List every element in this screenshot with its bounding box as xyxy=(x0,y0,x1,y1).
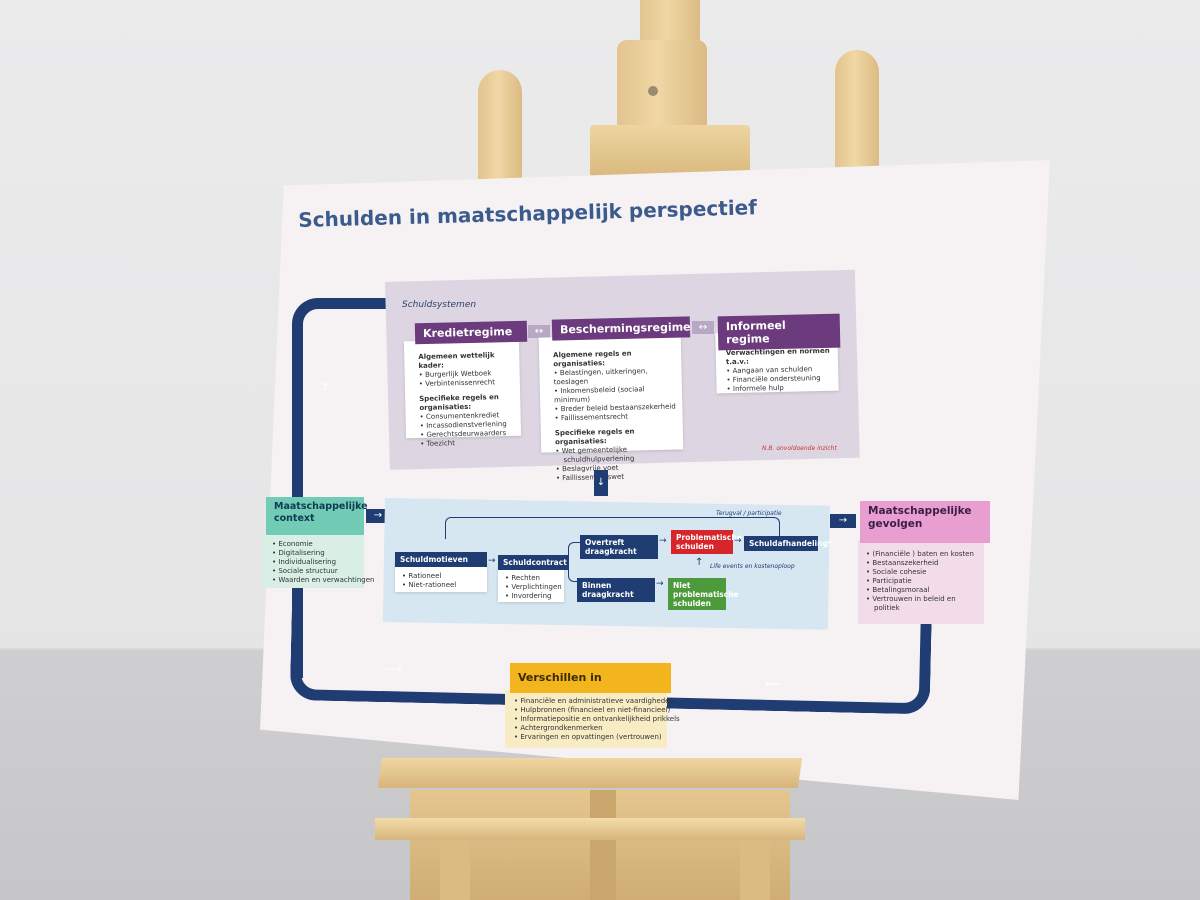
up-arrow-icon: ↑ xyxy=(695,557,704,568)
schuldcontract-list: • Rechten • Verplichtingen • Invordering xyxy=(505,574,562,601)
kredietregime-heading-1: Algemeen wettelijk kader: xyxy=(418,351,495,370)
list-item: • Verplichtingen xyxy=(505,583,562,591)
schuldcontract-card xyxy=(498,566,564,602)
list-item: • Participatie xyxy=(866,577,912,585)
loop-arrow-up-icon: → xyxy=(318,381,333,393)
easel-center-post xyxy=(590,790,616,900)
kredietregime-header: Kredietregime xyxy=(414,320,528,345)
niet-problematische-schulden-box: Niet problematische schulden xyxy=(668,578,739,610)
branch-connector xyxy=(568,542,580,582)
loop-arrow-right-icon: ⟶ xyxy=(385,662,403,676)
list-item: • Hulpbronnen (financieel en niet-financ… xyxy=(514,706,671,714)
context-list-panel xyxy=(262,532,364,588)
down-arrow-icon: ↓ xyxy=(594,470,608,496)
problematische-line2: schulden xyxy=(676,542,714,551)
list-item: • Sociale structuur xyxy=(272,567,338,575)
cycle-loop-top xyxy=(292,298,412,678)
binnen-draagkracht-box: Binnen draagkracht xyxy=(577,578,655,602)
easel-crossbar xyxy=(375,818,805,840)
list-item: • (Financiële ) baten en kosten xyxy=(866,550,974,558)
schuldmotieven-card xyxy=(395,562,487,592)
list-item: • Invordering xyxy=(505,592,552,600)
list-item: • Waarden en verwachtingen xyxy=(272,576,375,584)
verschillen-list-panel xyxy=(505,690,667,748)
easel-bolt xyxy=(648,86,658,96)
gevolgen-title-line2: gevolgen xyxy=(868,518,923,530)
gevolgen-title-line1: Maatschappelijke xyxy=(868,505,972,517)
gevolgen-list: • (Financiële ) baten en kosten • Bestaa… xyxy=(866,550,974,613)
verschillen-list: • Financiële en administratieve vaardigh… xyxy=(514,697,680,742)
context-header: Maatschappelijke context xyxy=(266,497,368,535)
easel-mast-cap xyxy=(617,40,707,140)
list-item: • Individualisering xyxy=(272,558,337,566)
easel-clamp xyxy=(590,125,750,177)
list-item: • Rationeel xyxy=(402,572,442,580)
easel-foot-left xyxy=(440,840,470,900)
verschillen-header: Verschillen in xyxy=(510,663,671,693)
overtreft-draagkracht-box: Overtreft draagkracht xyxy=(580,535,658,559)
arrow-icon: → xyxy=(659,536,667,546)
context-list: • Economie • Digitalisering • Individual… xyxy=(272,540,375,585)
list-item: • Economie xyxy=(272,540,313,548)
kredietregime-card: Algemeen wettelijk kader: • Burgerlijk W… xyxy=(403,338,522,448)
easel-foot-right xyxy=(740,840,770,900)
loop-arrow-left-icon: ⟵ xyxy=(765,677,783,691)
list-item: • Niet-rationeel xyxy=(402,581,457,589)
easel-right-leg xyxy=(835,50,879,180)
schuldafhandeling-box: Schuldafhandeling* xyxy=(744,536,832,551)
context-title-line2: context xyxy=(274,513,315,524)
list-item: • Digitalisering xyxy=(272,549,325,557)
right-arrow-icon: → xyxy=(830,514,856,528)
list-item: • Betalingsmoraal xyxy=(866,586,930,594)
list-item: • Financiële en administratieve vaardigh… xyxy=(514,697,674,705)
arrow-icon: → xyxy=(488,556,496,566)
schuldcontract-box: Schuldcontract xyxy=(498,555,568,570)
list-item: • Bestaanszekerheid xyxy=(866,559,939,567)
bidirectional-arrow-icon: ↔ xyxy=(692,321,714,334)
list-item: • Sociale cohesie xyxy=(866,568,927,576)
easel-left-leg xyxy=(478,70,522,190)
list-item: • Informatiepositie en ontvankelijkheid … xyxy=(514,715,680,723)
list-item: • Vertrouwen in beleid en xyxy=(866,595,956,603)
terugval-loop-line xyxy=(445,517,780,539)
schuldmotieven-list: • Rationeel • Niet-rationeel xyxy=(402,572,456,590)
schuldsystemen-note: N.B. onvoldoende inzicht xyxy=(762,445,837,452)
easel-tray xyxy=(377,758,803,788)
beschermingsregime-card: Algemene regels en organisaties: • Belas… xyxy=(538,334,684,482)
list-item: • Ervaringen en opvattingen (vertrouwen) xyxy=(514,733,662,741)
niet-line3: schulden xyxy=(673,599,711,608)
kredietregime-heading-2: Specifieke regels en organisaties: xyxy=(419,393,499,412)
list-item: • Rechten xyxy=(505,574,540,582)
informeel-regime-header: Informeel regime xyxy=(717,313,841,351)
terugval-label: Terugval / participatie xyxy=(716,510,782,517)
schuldmotieven-box: Schuldmotieven xyxy=(395,552,487,567)
gevolgen-header: Maatschappelijke gevolgen xyxy=(860,501,990,543)
beschermingsregime-header: Beschermingsregime xyxy=(551,316,691,341)
context-title-line1: Maatschappelijke xyxy=(274,501,368,512)
arrow-icon: → xyxy=(656,579,664,589)
life-events-label: Life events en kostenoploop xyxy=(710,563,795,570)
problematische-schulden-box: Problematische schulden xyxy=(671,530,742,554)
bidirectional-arrow-icon: ↔ xyxy=(528,325,550,338)
gevolgen-list-panel xyxy=(858,540,984,624)
arrow-icon: → xyxy=(734,536,742,546)
niet-line2: problematische xyxy=(673,590,739,599)
schuldsystemen-label: Schuldsystemen xyxy=(402,300,477,310)
list-item: • Achtergrondkenmerken xyxy=(514,724,603,732)
problematische-line1: Problematische xyxy=(676,533,742,542)
list-item: politiek xyxy=(874,604,900,612)
niet-line1: Niet xyxy=(673,581,691,590)
